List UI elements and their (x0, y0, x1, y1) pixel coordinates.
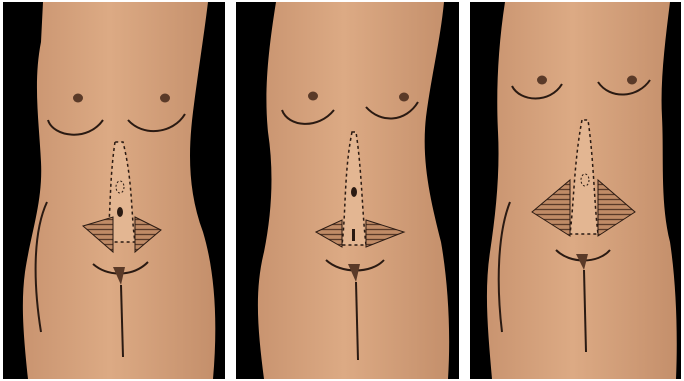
figure-panel-2 (236, 2, 459, 379)
nipple-left (537, 76, 547, 85)
nipple-right (160, 94, 170, 103)
umbilicus-mark (351, 187, 357, 197)
figure-panel-1 (3, 2, 225, 379)
nipple-right (627, 76, 637, 85)
nipple-right (399, 93, 409, 102)
nipple-left (308, 92, 318, 101)
nipple-left (73, 94, 83, 103)
torso-illustration-1 (3, 2, 225, 379)
umbilicus-mark (117, 207, 123, 217)
incision-mark (352, 229, 355, 241)
torso-illustration-2 (236, 2, 459, 379)
figure-panel-3 (470, 2, 681, 379)
torso-illustration-3 (470, 2, 681, 379)
